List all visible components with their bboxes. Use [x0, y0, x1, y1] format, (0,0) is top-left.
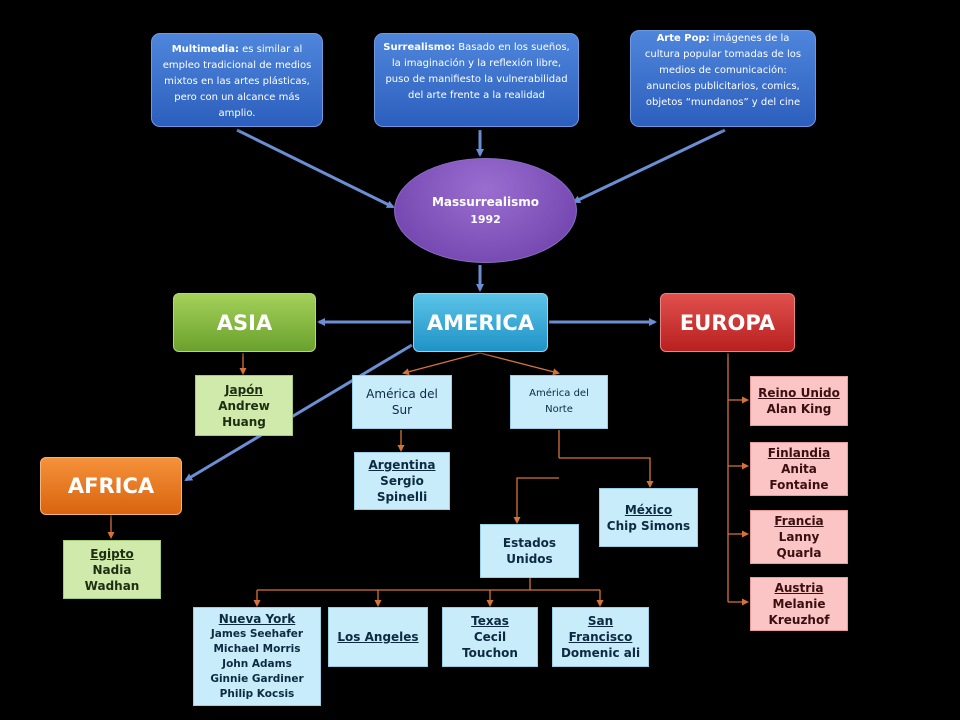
- region-name: América del Sur: [366, 387, 438, 417]
- country-name: Japón: [225, 382, 263, 397]
- link-norte-mexico: [559, 457, 654, 488]
- artist-name: Ginnie Gardiner: [210, 673, 304, 685]
- continent-label: ASIA: [216, 310, 273, 335]
- artist-name: Lanny Quarla: [776, 530, 822, 560]
- artist-name: Philip Kocsis: [219, 688, 295, 700]
- country-name: México: [624, 502, 673, 517]
- continent-africa: AFRICA: [40, 457, 182, 515]
- link-america-sur: [402, 352, 481, 376]
- artist-name: Chip Simons: [606, 518, 691, 533]
- country-austria: Austria Melanie Kreuzhof: [750, 577, 848, 631]
- link-america-africa: [184, 343, 413, 482]
- continent-label: AMERICA: [426, 310, 535, 335]
- continent-asia: ASIA: [173, 293, 316, 352]
- city-name: Los Angeles: [337, 630, 419, 644]
- artist-name: Alan King: [766, 402, 832, 416]
- country-argentina: Argentina Sergio Spinelli: [354, 452, 450, 510]
- city-name: Texas: [471, 614, 509, 628]
- artist-name: Anita Fontaine: [769, 462, 829, 492]
- country-name: Francia: [774, 514, 824, 528]
- city-name: Nueva York: [218, 612, 296, 626]
- region-america-del-norte: América del Norte: [510, 375, 608, 429]
- region-america-del-sur: América del Sur: [352, 375, 452, 429]
- center-title: Massurrealismo: [431, 194, 540, 209]
- country-name: Argentina: [368, 458, 436, 472]
- definition-text: imágenes de la cultura popular tomadas d…: [644, 33, 802, 108]
- country-name: Finlandia: [767, 446, 831, 460]
- definition-term: Arte Pop:: [656, 33, 710, 44]
- country-francia: Francia Lanny Quarla: [750, 510, 848, 564]
- artist-name: Nadia Wadhan: [84, 562, 140, 593]
- center-year: 1992: [470, 212, 501, 226]
- definition-arte-pop: Arte Pop: imágenes de la cultura popular…: [630, 30, 816, 127]
- country-estados-unidos: Estados Unidos: [480, 524, 579, 578]
- definition-text: es similar al empleo tradicional de medi…: [162, 44, 312, 119]
- artist-name: James Seehafer: [210, 628, 304, 640]
- country-japon: Japón Andrew Huang: [195, 375, 293, 436]
- continent-europa: EUROPA: [660, 293, 795, 352]
- city-texas: Texas Cecil Touchon: [442, 607, 538, 667]
- artist-name: Michael Morris: [213, 643, 301, 655]
- city-nueva-york: Nueva York James Seehafer Michael Morris…: [193, 607, 321, 706]
- center-massurrealismo: Massurrealismo 1992: [394, 158, 577, 263]
- artist-name: Cecil Touchon: [462, 630, 518, 660]
- link-america-norte: [479, 352, 560, 376]
- city-san-francisco: San Francisco Domenic ali: [552, 607, 649, 667]
- country-name: Estados Unidos: [502, 536, 557, 566]
- city-los-angeles: Los Angeles: [328, 607, 428, 667]
- country-name: Austria: [774, 581, 824, 595]
- artist-name: Melanie Kreuzhof: [768, 597, 830, 627]
- definition-surrealismo: Surrealismo: Basado en los sueños, la im…: [374, 33, 579, 127]
- artist-name: Andrew Huang: [218, 398, 270, 429]
- link-multimedia-center: [236, 128, 395, 209]
- continent-label: AFRICA: [67, 474, 155, 498]
- continent-label: EUROPA: [679, 310, 776, 335]
- continent-america: AMERICA: [413, 293, 548, 352]
- country-reino-unido: Reino Unido Alan King: [750, 376, 848, 426]
- link-artepop-center: [572, 128, 726, 204]
- link-norte-usa: [513, 477, 559, 524]
- country-name: Egipto: [90, 546, 134, 561]
- artist-name: John Adams: [222, 658, 292, 670]
- region-name: América del Norte: [529, 388, 589, 415]
- definition-term: Surrealismo:: [383, 42, 456, 53]
- definition-term: Multimedia:: [171, 44, 239, 55]
- definition-text: Basado en los sueños, la imaginación y l…: [385, 42, 570, 101]
- city-name: San Francisco: [568, 614, 633, 644]
- country-name: Reino Unido: [758, 386, 840, 400]
- country-finlandia: Finlandia Anita Fontaine: [750, 442, 848, 496]
- country-egipto: Egipto Nadia Wadhan: [63, 540, 161, 599]
- artist-name: Domenic ali: [560, 646, 641, 660]
- country-mexico: México Chip Simons: [599, 488, 698, 547]
- definition-multimedia: Multimedia: es similar al empleo tradici…: [151, 33, 323, 127]
- artist-name: Sergio Spinelli: [376, 474, 428, 504]
